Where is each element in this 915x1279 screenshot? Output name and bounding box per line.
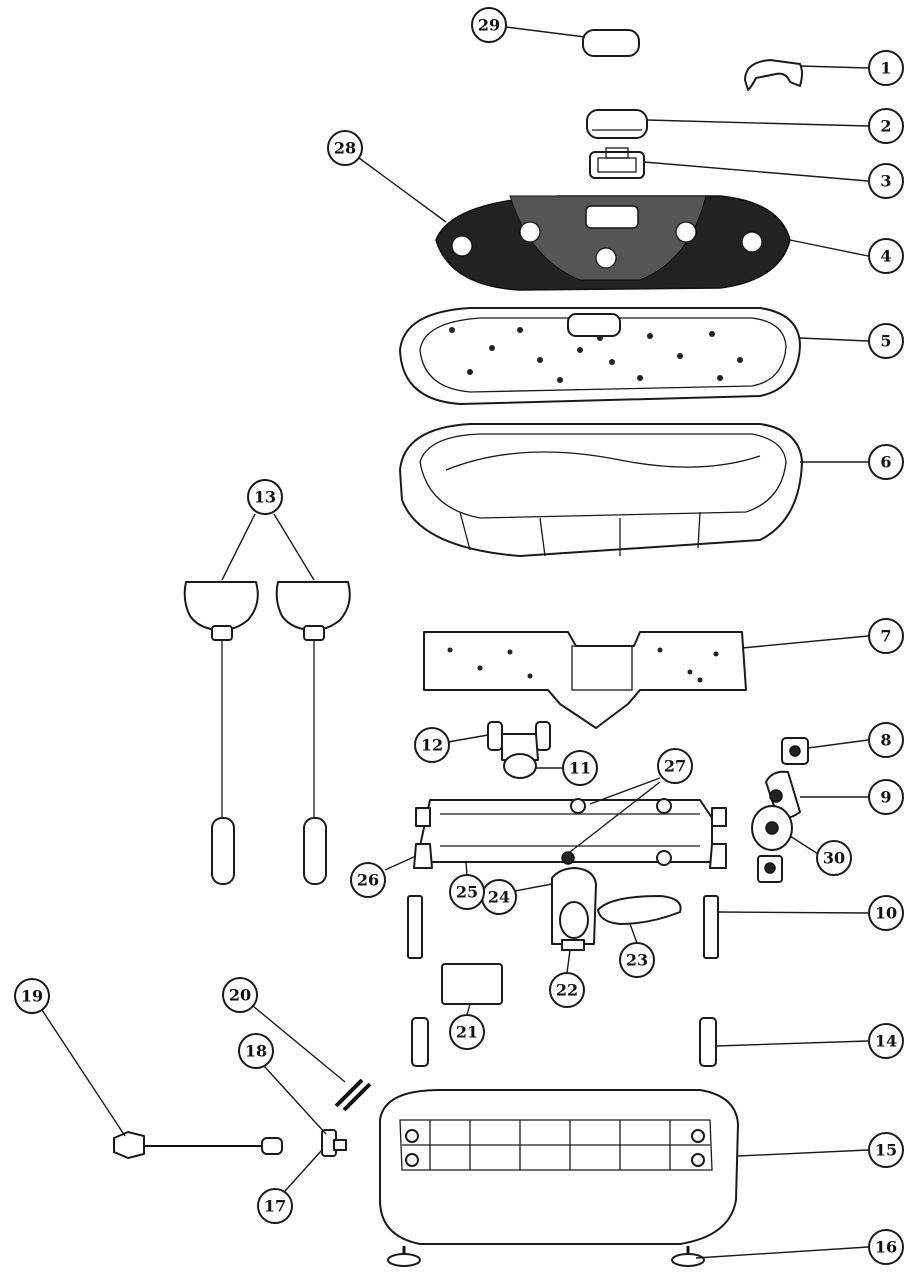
part-20-cable-tie bbox=[334, 1078, 372, 1112]
part-5-top-plate bbox=[399, 307, 801, 405]
svg-text:9: 9 bbox=[880, 788, 891, 807]
svg-text:6: 6 bbox=[880, 453, 891, 472]
part-3-display-board bbox=[589, 147, 645, 179]
callout-10: 10 bbox=[868, 895, 904, 931]
callout-3: 3 bbox=[868, 163, 904, 199]
svg-text:1: 1 bbox=[880, 59, 891, 78]
part-29-cap bbox=[582, 29, 640, 57]
callout-9: 9 bbox=[868, 779, 904, 815]
callout-13: 13 bbox=[247, 479, 283, 515]
callout-22: 22 bbox=[549, 972, 585, 1008]
callout-18: 18 bbox=[238, 1033, 274, 1069]
callout-16: 16 bbox=[868, 1229, 904, 1265]
svg-text:21: 21 bbox=[456, 1023, 478, 1042]
part-8-block bbox=[781, 737, 809, 765]
part-6-upper-housing bbox=[399, 423, 803, 557]
part-23-belt bbox=[597, 895, 682, 925]
svg-text:19: 19 bbox=[21, 987, 43, 1006]
part-12-motor-mounts bbox=[487, 721, 551, 751]
part-1-clip bbox=[744, 59, 803, 91]
svg-text:16: 16 bbox=[875, 1238, 897, 1257]
part-19-power-cord bbox=[113, 1131, 283, 1159]
part-30-bushing bbox=[751, 805, 793, 883]
callout-25: 25 bbox=[449, 874, 485, 910]
part-22-motor-shaft bbox=[561, 939, 585, 951]
svg-text:13: 13 bbox=[254, 488, 276, 507]
callout-27: 27 bbox=[657, 748, 693, 784]
svg-text:8: 8 bbox=[880, 731, 891, 750]
part-11-small-motor bbox=[501, 733, 539, 779]
leader-lines bbox=[41, 26, 869, 1259]
part-17-socket bbox=[321, 1129, 347, 1157]
callout-19: 19 bbox=[14, 978, 50, 1014]
part-13-handle-straps bbox=[183, 581, 351, 885]
svg-text:22: 22 bbox=[556, 981, 578, 1000]
part-7-inner-plate bbox=[423, 631, 747, 729]
svg-text:30: 30 bbox=[823, 849, 845, 868]
part-24-main-motor bbox=[551, 867, 597, 945]
svg-text:26: 26 bbox=[357, 871, 379, 890]
svg-text:12: 12 bbox=[421, 736, 443, 755]
svg-text:27: 27 bbox=[664, 757, 686, 776]
callout-7: 7 bbox=[868, 618, 904, 654]
callout-20: 20 bbox=[222, 977, 258, 1013]
svg-text:5: 5 bbox=[880, 332, 891, 351]
svg-text:20: 20 bbox=[229, 986, 251, 1005]
callout-28: 28 bbox=[327, 130, 363, 166]
part-10-bracket bbox=[407, 895, 719, 959]
callout-6: 6 bbox=[868, 444, 904, 480]
svg-text:11: 11 bbox=[569, 759, 591, 778]
part-26-frame-foot bbox=[413, 807, 727, 869]
svg-text:24: 24 bbox=[488, 888, 510, 907]
callout-5: 5 bbox=[868, 323, 904, 359]
callout-24: 24 bbox=[481, 879, 517, 915]
svg-text:14: 14 bbox=[875, 1032, 897, 1051]
callout-23: 23 bbox=[619, 942, 655, 978]
callout-8: 8 bbox=[868, 722, 904, 758]
part-15-base-housing bbox=[379, 1089, 739, 1245]
part-25-frame bbox=[419, 798, 713, 866]
callout-1: 1 bbox=[868, 50, 904, 86]
svg-text:18: 18 bbox=[245, 1042, 267, 1061]
callout-14: 14 bbox=[868, 1023, 904, 1059]
callout-4: 4 bbox=[868, 238, 904, 274]
part-21-control-board bbox=[441, 963, 503, 1005]
svg-text:17: 17 bbox=[264, 1197, 286, 1216]
part-2-display-cover bbox=[586, 109, 648, 139]
callout-15: 15 bbox=[868, 1132, 904, 1168]
callout-29: 29 bbox=[471, 7, 507, 43]
svg-text:28: 28 bbox=[334, 139, 356, 158]
callout-17: 17 bbox=[257, 1188, 293, 1224]
svg-text:29: 29 bbox=[478, 16, 500, 35]
svg-text:23: 23 bbox=[626, 951, 648, 970]
svg-text:25: 25 bbox=[456, 883, 478, 902]
callout-12: 12 bbox=[414, 727, 450, 763]
callout-2: 2 bbox=[868, 108, 904, 144]
callout-26: 26 bbox=[350, 862, 386, 898]
svg-text:15: 15 bbox=[875, 1141, 897, 1160]
callout-11: 11 bbox=[562, 750, 598, 786]
callout-21: 21 bbox=[449, 1014, 485, 1050]
svg-text:3: 3 bbox=[880, 172, 891, 191]
svg-text:10: 10 bbox=[875, 904, 897, 923]
callout-30: 30 bbox=[816, 840, 852, 876]
part-14-post bbox=[411, 1017, 717, 1067]
svg-text:2: 2 bbox=[880, 117, 891, 136]
svg-text:7: 7 bbox=[880, 627, 891, 646]
svg-text:4: 4 bbox=[880, 247, 891, 266]
part-16-foot bbox=[387, 1246, 705, 1267]
part-4-top-mat bbox=[435, 195, 791, 291]
